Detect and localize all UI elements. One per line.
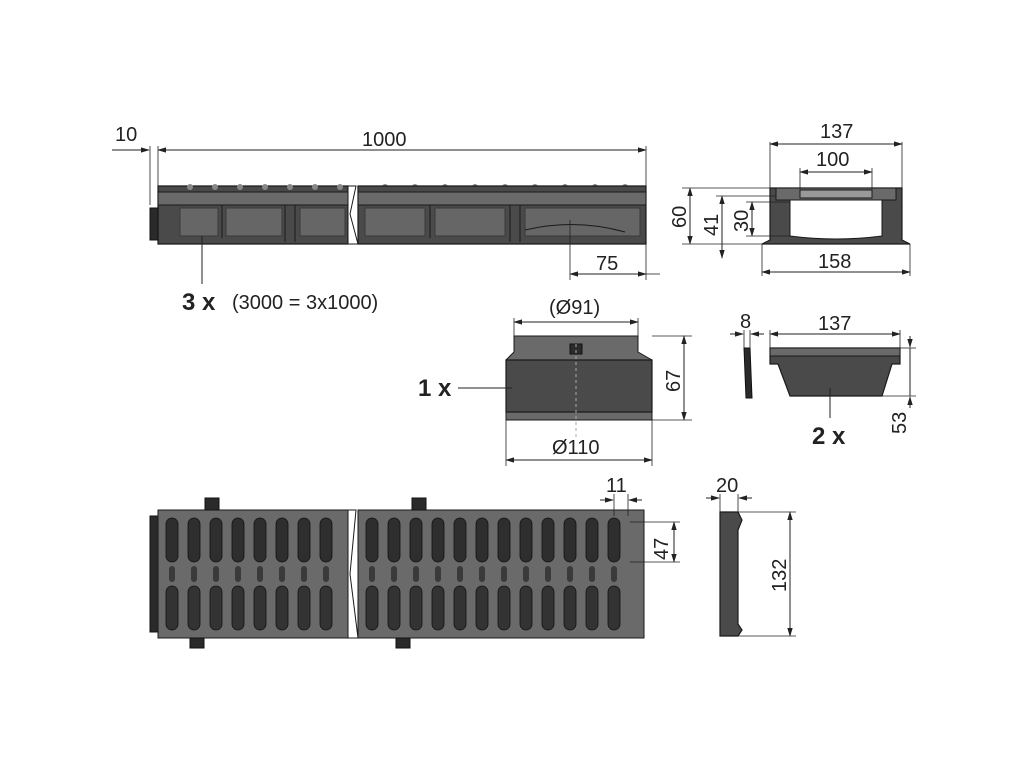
- dim-channel-length: 1000: [362, 129, 407, 151]
- grate-slot-small: [479, 566, 485, 582]
- outlet-dimensions: [458, 318, 692, 466]
- channel-note: (3000 = 3x1000): [232, 292, 378, 314]
- grate-slot: [209, 585, 223, 631]
- endcap-side-view: [743, 347, 753, 399]
- dim-channel-end: 75: [596, 253, 618, 275]
- endcap-dimensions: [730, 330, 916, 418]
- grate-slot: [475, 585, 489, 631]
- dim-channel-gap: 10: [115, 124, 137, 146]
- grate-slots: [165, 517, 621, 631]
- grate-slot-small: [191, 566, 197, 582]
- dim-endcap-height: 53: [889, 412, 911, 434]
- grate-slot: [519, 585, 533, 631]
- grate-slot-small: [301, 566, 307, 582]
- channel-dimensions: [112, 146, 660, 284]
- grate-side-dimensions: [706, 494, 796, 637]
- dim-profile-h2: 41: [701, 214, 723, 236]
- dim-outlet-top: (Ø91): [549, 297, 600, 319]
- grate-slot-small: [323, 566, 329, 582]
- grate-slot-small: [435, 566, 441, 582]
- grate-slot-small: [413, 566, 419, 582]
- grate-slot: [253, 585, 267, 631]
- grate-side-view: [719, 511, 743, 637]
- grate-slot: [607, 517, 621, 563]
- grate-slot: [409, 585, 423, 631]
- grate-slot: [475, 517, 489, 563]
- dim-grate-pitch: 47: [651, 538, 673, 560]
- grate-slot: [431, 517, 445, 563]
- dim-outlet-bottom: Ø110: [552, 437, 599, 459]
- grate-top-view: [149, 497, 645, 649]
- dim-profile-top: 137: [820, 121, 853, 143]
- grate-slot: [453, 585, 467, 631]
- grate-slot-small: [523, 566, 529, 582]
- grate-slot: [453, 517, 467, 563]
- grate-slot-small: [545, 566, 551, 582]
- dim-endcap-thick: 8: [740, 311, 751, 333]
- grate-slot: [409, 517, 423, 563]
- grate-slot-small: [213, 566, 219, 582]
- dim-profile-base: 158: [818, 251, 851, 273]
- grate-slot: [297, 585, 311, 631]
- grate-dimensions: [600, 494, 680, 563]
- endcap-qty: 2 x: [812, 423, 846, 450]
- grate-slot-small: [391, 566, 397, 582]
- channel-side-view: [149, 184, 647, 245]
- endcap-front-view: [769, 347, 901, 397]
- grate-slot-small: [457, 566, 463, 582]
- grate-slot: [541, 517, 555, 563]
- grate-slot: [231, 517, 245, 563]
- grate-slot: [187, 517, 201, 563]
- grate-slot: [209, 517, 223, 563]
- grate-slot: [607, 585, 621, 631]
- outlet-qty: 1 x: [418, 375, 452, 402]
- grate-slot-small: [567, 566, 573, 582]
- grate-slot-small: [235, 566, 241, 582]
- grate-slot: [585, 517, 599, 563]
- dim-endcap-width: 137: [818, 313, 851, 335]
- grate-slot: [387, 517, 401, 563]
- grate-slot: [563, 517, 577, 563]
- grate-slot: [275, 517, 289, 563]
- outlet-view: [505, 335, 653, 440]
- grate-slot-small: [257, 566, 263, 582]
- dim-outlet-height: 67: [663, 370, 685, 392]
- grate-slot-small: [611, 566, 617, 582]
- grate-slot-small: [369, 566, 375, 582]
- grate-slot: [165, 517, 179, 563]
- grate-slot: [519, 517, 533, 563]
- channel-profile-dimensions: [682, 141, 911, 276]
- channel-qty: 3 x: [182, 289, 216, 316]
- grate-slot: [387, 585, 401, 631]
- grate-slot: [541, 585, 555, 631]
- dim-profile-h3: 30: [731, 210, 753, 232]
- grate-slot: [297, 517, 311, 563]
- grate-slot: [319, 517, 333, 563]
- grate-slot: [319, 585, 333, 631]
- dim-grate-width: 132: [769, 559, 791, 592]
- grate-slot: [563, 585, 577, 631]
- dim-grate-slot: 11: [606, 475, 627, 497]
- grate-slot-small: [589, 566, 595, 582]
- grate-slot: [585, 585, 599, 631]
- grate-slot: [231, 585, 245, 631]
- dim-profile-h1: 60: [669, 206, 691, 228]
- grate-slot-small: [279, 566, 285, 582]
- dim-grate-thick: 20: [716, 475, 738, 497]
- grate-slot-small: [501, 566, 507, 582]
- grate-slot: [497, 517, 511, 563]
- grate-slot: [497, 585, 511, 631]
- grate-slot: [253, 517, 267, 563]
- grate-slot: [275, 585, 289, 631]
- grate-slot: [431, 585, 445, 631]
- grate-slot: [365, 517, 379, 563]
- grate-slot-small: [169, 566, 175, 582]
- grate-slot: [365, 585, 379, 631]
- dim-profile-inner: 100: [816, 149, 849, 171]
- grate-slot: [187, 585, 201, 631]
- grate-slot: [165, 585, 179, 631]
